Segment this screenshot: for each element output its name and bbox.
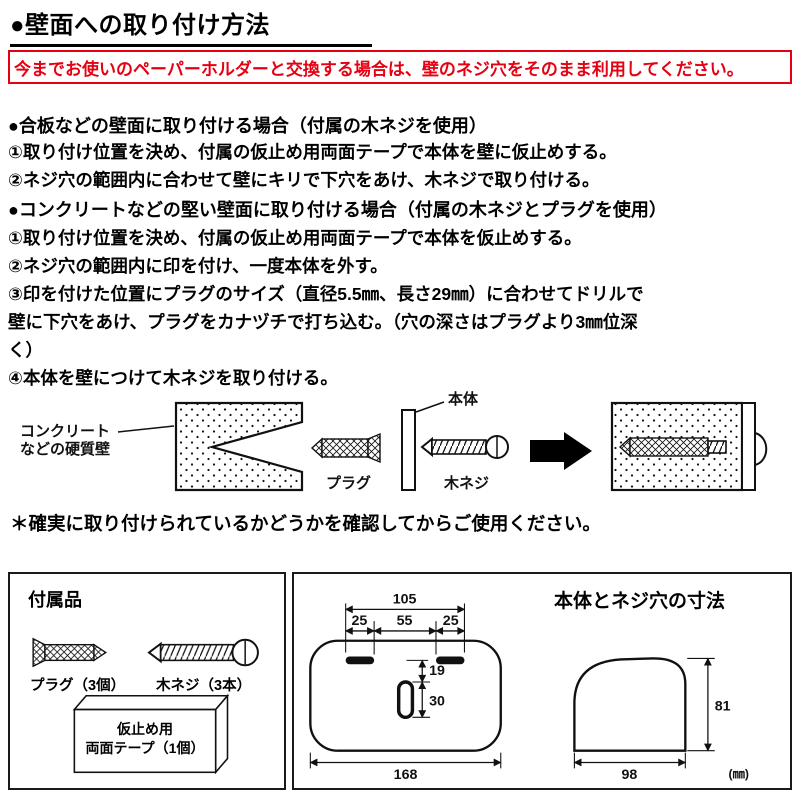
installation-diagram: コンクリート などの硬質壁 プラグ 本体 木ネジ [20,390,768,492]
accessories-illustrations [32,637,259,775]
svg-text:などの硬質壁: などの硬質壁 [20,440,110,458]
plug-accessory-illustration [32,637,108,668]
step-2: ②ネジ穴の範囲内に合わせて壁にキリで下穴をあけ、木ネジで取り付ける。 [8,170,600,190]
tape-label: 仮止め用 両面テープ（1個） [72,720,218,758]
svg-text:本体: 本体 [448,390,479,408]
body-label: 本体 [415,390,479,413]
accessories-title: 付属品 [28,590,82,610]
svg-text:55: 55 [397,613,413,629]
step-1: ①取り付け位置を決め、付属の仮止め用両面テープで本体を仮止めする。 [8,228,582,248]
plug-illustration [310,432,381,464]
section-concrete-steps: ①取り付け位置を決め、付属の仮止め用両面テープで本体を仮止めする。 ②ネジ穴の範… [8,224,794,392]
dim-19: 19 [406,659,445,683]
svg-text:30: 30 [429,694,445,710]
wall-material-label: コンクリート などの硬質壁 [20,423,175,458]
leader-line [117,425,175,433]
svg-text:25: 25 [443,613,459,629]
dimensions-drawing: 105 25 55 25 19 30 [309,591,749,783]
step-3: ③印を付けた位置にプラグのサイズ（直径5.5㎜、長さ29㎜）に合わせてドリルで壁… [8,284,644,360]
dim-168: 168 [309,752,502,783]
center-slot [396,680,415,720]
dim-81: 81 [687,657,731,752]
svg-text:168: 168 [394,767,418,783]
screw-accessory-illustration [147,638,259,667]
dim-98: 98 [573,752,687,783]
dimensions-title: 本体とネジ穴の寸法 [554,591,726,612]
section-plywood-heading: ●合板などの壁面に取り付ける場合（付属の木ネジを使用） [8,116,487,136]
warning-banner: 今までお使いのペーパーホルダーと交換する場合は、壁のネジ穴をそのまま利用してくだ… [8,50,792,84]
caution-note: ＊確実に取り付けられているかどうかを確認してからご使用ください。 [10,513,601,534]
svg-text:105: 105 [393,591,417,607]
step-1: ①取り付け位置を決め、付属の仮止め用両面テープで本体を壁に仮止めする。 [8,142,617,162]
body-plate [401,409,416,491]
body-plate-installed [741,402,756,491]
leader-line [415,401,445,413]
step-4: ④本体を壁につけて木ネジを取り付ける。 [8,368,338,388]
svg-text:81: 81 [715,698,731,714]
svg-text:25: 25 [351,613,367,629]
dim-25-55-25: 25 55 25 [344,613,466,655]
dim-30: 30 [412,681,445,719]
tape-illustration [72,693,230,775]
screw-slot-right [435,656,465,665]
wood-screw-illustration [420,435,509,459]
arrow-right-icon [530,432,592,470]
section-plywood-steps: ①取り付け位置を決め、付属の仮止め用両面テープで本体を壁に仮止めする。 ②ネジ穴… [8,138,794,194]
wall-cross-section-before [174,401,304,492]
tape-label-line1: 仮止め用 [117,721,173,737]
screw-label: 木ネジ [443,474,489,492]
svg-text:コンクリート: コンクリート [20,423,110,440]
section-concrete-heading: ●コンクリートなどの堅い壁面に取り付ける場合（付属の木ネジとプラグを使用） [8,200,667,220]
screw-head-dome [754,431,768,467]
page-title: ●壁面への取り付け方法 [10,5,372,47]
step-2: ②ネジ穴の範囲内に印を付け、一度本体を外す。 [8,256,388,276]
warning-text: 今までお使いのペーパーホルダーと交換する場合は、壁のネジ穴をそのまま利用してくだ… [14,59,744,79]
side-view-outline [573,657,687,752]
wall-cross-section-after [610,401,768,492]
screw-slot-left [345,656,375,665]
screw-count-label: 木ネジ（3本） [156,678,252,694]
plug-label: プラグ [326,474,371,492]
accessories-box: 付属品 プラグ（3個） 木ネジ（3本） 仮止め用 両面テープ（1個 [8,572,286,790]
dimensions-box: 本体とネジ穴の寸法 105 25 55 25 [292,572,792,790]
plug-count-label: プラグ（3個） [30,678,126,694]
svg-text:98: 98 [621,767,637,783]
unit-label: (㎜) [729,767,749,781]
svg-text:19: 19 [429,663,445,679]
tape-label-line2: 両面テープ（1個） [85,740,205,756]
